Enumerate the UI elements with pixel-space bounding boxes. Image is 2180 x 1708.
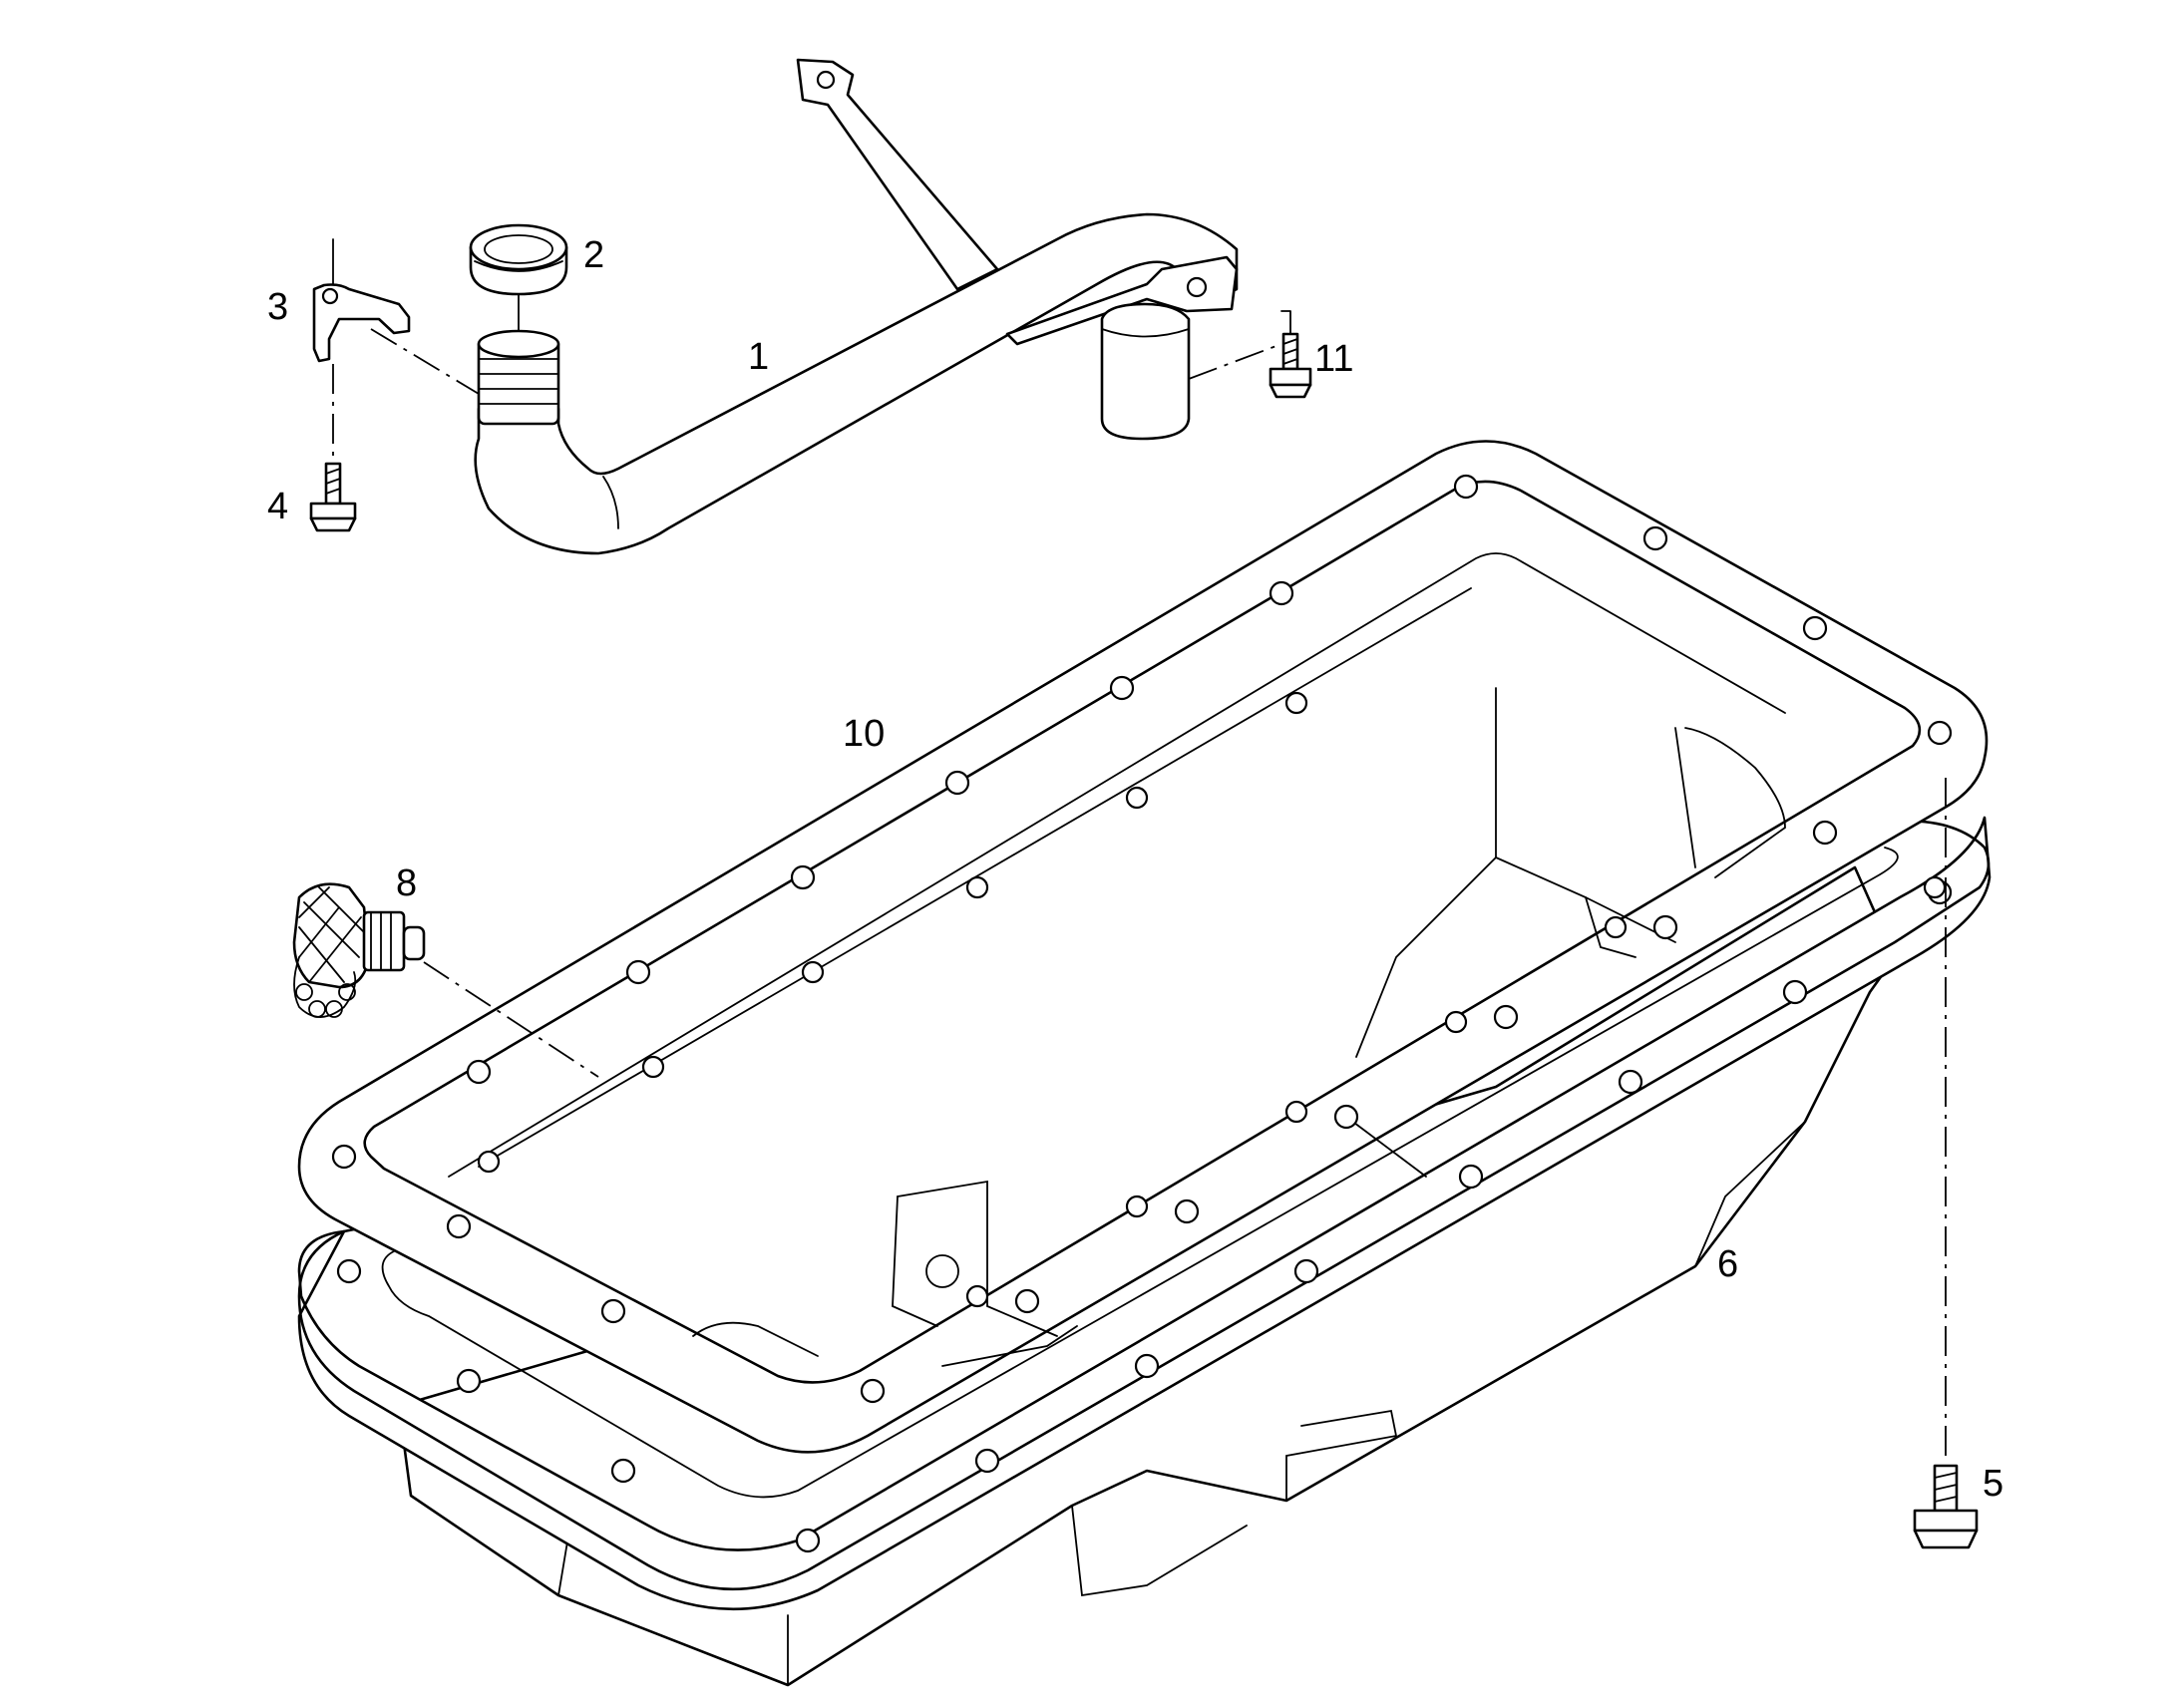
bolt-11 (1269, 332, 1312, 399)
callout-labels: 1 2 3 4 5 6 8 10 11 (267, 234, 2003, 1505)
retaining-bracket (312, 283, 411, 363)
callout-10: 10 (843, 713, 885, 755)
bolt-4 (309, 462, 357, 532)
callout-1: 1 (748, 336, 769, 378)
callout-4: 4 (267, 486, 288, 527)
gasket-bolt-holes (331, 474, 1953, 1404)
inner-rim-holes (477, 691, 1947, 1308)
bolt-5 (1913, 1464, 1979, 1549)
callout-3: 3 (267, 286, 288, 328)
pan-bolt-holes (336, 879, 1953, 1553)
callout-11: 11 (1314, 338, 1353, 380)
callout-6: 6 (1717, 1243, 1738, 1285)
suction-pipe (474, 58, 1239, 555)
assembly-leader-lines (332, 238, 1947, 1461)
seal-ring (469, 223, 568, 296)
callout-8: 8 (396, 862, 417, 904)
oil-level-sensor (292, 882, 426, 1018)
gasket-frame (297, 440, 1989, 1454)
callout-5: 5 (1983, 1463, 2003, 1505)
callout-2: 2 (583, 234, 604, 276)
